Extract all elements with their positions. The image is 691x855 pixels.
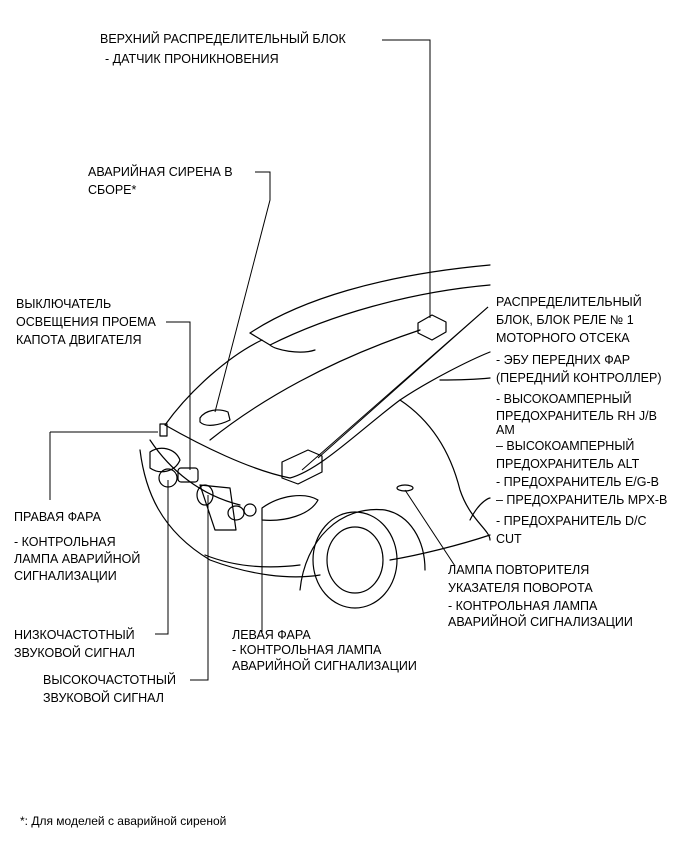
front-bumper: [139, 449, 321, 578]
hood-front: [164, 351, 491, 479]
repeater-label-1: ЛАМПА ПОВТОРИТЕЛЯ: [448, 563, 590, 577]
siren-shape: [199, 409, 231, 426]
front-wheel-rim: [326, 526, 384, 594]
lh-foglamp: [227, 505, 245, 521]
lh-headlight-label-1: ЛЕВАЯ ФАРА: [232, 628, 311, 642]
leader-high-horn: [190, 495, 209, 681]
bumper-upper: [149, 439, 241, 506]
rh-headlight: [149, 447, 181, 473]
hood-switch-label-3: КАПОТА ДВИГАТЕЛЯ: [16, 333, 142, 347]
lh-headlight-label-2: - КОНТРОЛЬНАЯ ЛАМПА: [232, 643, 382, 657]
rh-headlight-label-4: СИГНАЛИЗАЦИИ: [14, 569, 117, 583]
low-horn-label-1: НИЗКОЧАСТОТНЫЙ: [14, 628, 135, 642]
repeater-label-3: - КОНТРОЛЬНАЯ ЛАМПА: [448, 599, 598, 613]
a-pillar: [269, 344, 316, 353]
leader-low-horn: [155, 480, 169, 635]
leader-hood-sw: [166, 321, 191, 470]
engine-jb-item-2b: ПРЕДОХРАНИТЕЛЬ RH J/B: [496, 409, 657, 423]
engine-jb-label-1: РАСПРЕДЕЛИТЕЛЬНЫЙ: [496, 295, 642, 309]
lower-intake: [204, 554, 301, 568]
engine-jb-item-3a: – ВЫСОКОАМПЕРНЫЙ: [496, 439, 635, 453]
engine-jb-item-5: – ПРЕДОХРАНИТЕЛЬ MPX-B: [496, 493, 668, 507]
lh-foglamp-2: [243, 503, 257, 517]
engine-jb-item-2c: AM: [496, 423, 515, 437]
hood-switch-shape: [159, 423, 168, 437]
horn-body: [177, 467, 199, 483]
turn-repeater: [396, 484, 414, 492]
hood-crease: [209, 329, 421, 441]
leader-upper-jb: [382, 39, 431, 318]
front-wheel: [312, 511, 398, 609]
low-horn-label-2: ЗВУКОВОЙ СИГНАЛ: [14, 646, 136, 660]
engine-jb-item-6b: CUT: [496, 532, 522, 546]
hood-switch-label-2: ОСВЕЩЕНИЯ ПРОЕМА: [16, 315, 156, 329]
rear-arch: [469, 497, 491, 521]
lh-headlight: [261, 494, 319, 521]
leader-repeater: [404, 489, 456, 567]
wheel-arch: [299, 508, 426, 591]
upper-jb-sub-label: - ДАТЧИК ПРОНИКНОВЕНИЯ: [105, 52, 279, 66]
siren-label-2: СБОРЕ*: [88, 183, 137, 197]
engine-jb-shape: [281, 449, 323, 485]
door-line: [439, 377, 491, 381]
rh-lamp-2: [196, 484, 214, 506]
lh-headlight-label-3: АВАРИЙНОЙ СИГНАЛИЗАЦИИ: [232, 659, 417, 673]
upper-jb-shape: [417, 314, 447, 341]
repeater-label-4: АВАРИЙНОЙ СИГНАЛИЗАЦИИ: [448, 615, 633, 629]
upper-jb-label: ВЕРХНИЙ РАСПРЕДЕЛИТЕЛЬНЫЙ БЛОК: [100, 32, 346, 46]
engine-jb-item-1a: - ЭБУ ПЕРЕДНИХ ФАР: [496, 353, 631, 367]
leader-engine-jb-b: [317, 306, 489, 459]
hood-outline: [164, 339, 263, 426]
high-horn-label-1: ВЫСОКОЧАСТОТНЫЙ: [43, 673, 176, 687]
rh-headlight-label-3: ЛАМПА АВАРИЙНОЙ: [14, 552, 141, 566]
engine-jb-item-1b: (ПЕРЕДНИЙ КОНТРОЛЛЕР): [496, 371, 662, 385]
hood-switch-label-1: ВЫКЛЮЧАТЕЛЬ: [16, 297, 112, 311]
repeater-label-2: УКАЗАТЕЛЯ ПОВОРОТА: [448, 581, 593, 595]
engine-jb-item-2a: - ВЫСОКОАМПЕРНЫЙ: [496, 392, 632, 406]
grille: [199, 484, 237, 531]
body-side: [399, 399, 491, 541]
engine-jb-item-6a: - ПРЕДОХРАНИТЕЛЬ D/C: [496, 514, 647, 528]
car-roof: [249, 264, 491, 334]
rh-headlight-label-2: - КОНТРОЛЬНАЯ: [14, 535, 116, 549]
siren-label-1: АВАРИЙНАЯ СИРЕНА В: [88, 165, 233, 179]
side-sill: [389, 534, 491, 561]
leader-siren: [214, 171, 271, 413]
high-horn-label-2: ЗВУКОВОЙ СИГНАЛ: [43, 691, 165, 705]
windshield-lower: [249, 284, 491, 346]
engine-jb-label-3: МОТОРНОГО ОТСЕКА: [496, 331, 630, 345]
rh-headlight-label-1: ПРАВАЯ ФАРА: [14, 510, 101, 524]
engine-jb-item-4: - ПРЕДОХРАНИТЕЛЬ E/G-B: [496, 475, 659, 489]
engine-jb-item-3b: ПРЕДОХРАНИТЕЛЬ ALT: [496, 457, 640, 471]
footnote: *: Для моделей с аварийной сиреной: [20, 814, 227, 828]
engine-jb-label-2: БЛОК, БЛОК РЕЛЕ № 1: [496, 313, 634, 327]
